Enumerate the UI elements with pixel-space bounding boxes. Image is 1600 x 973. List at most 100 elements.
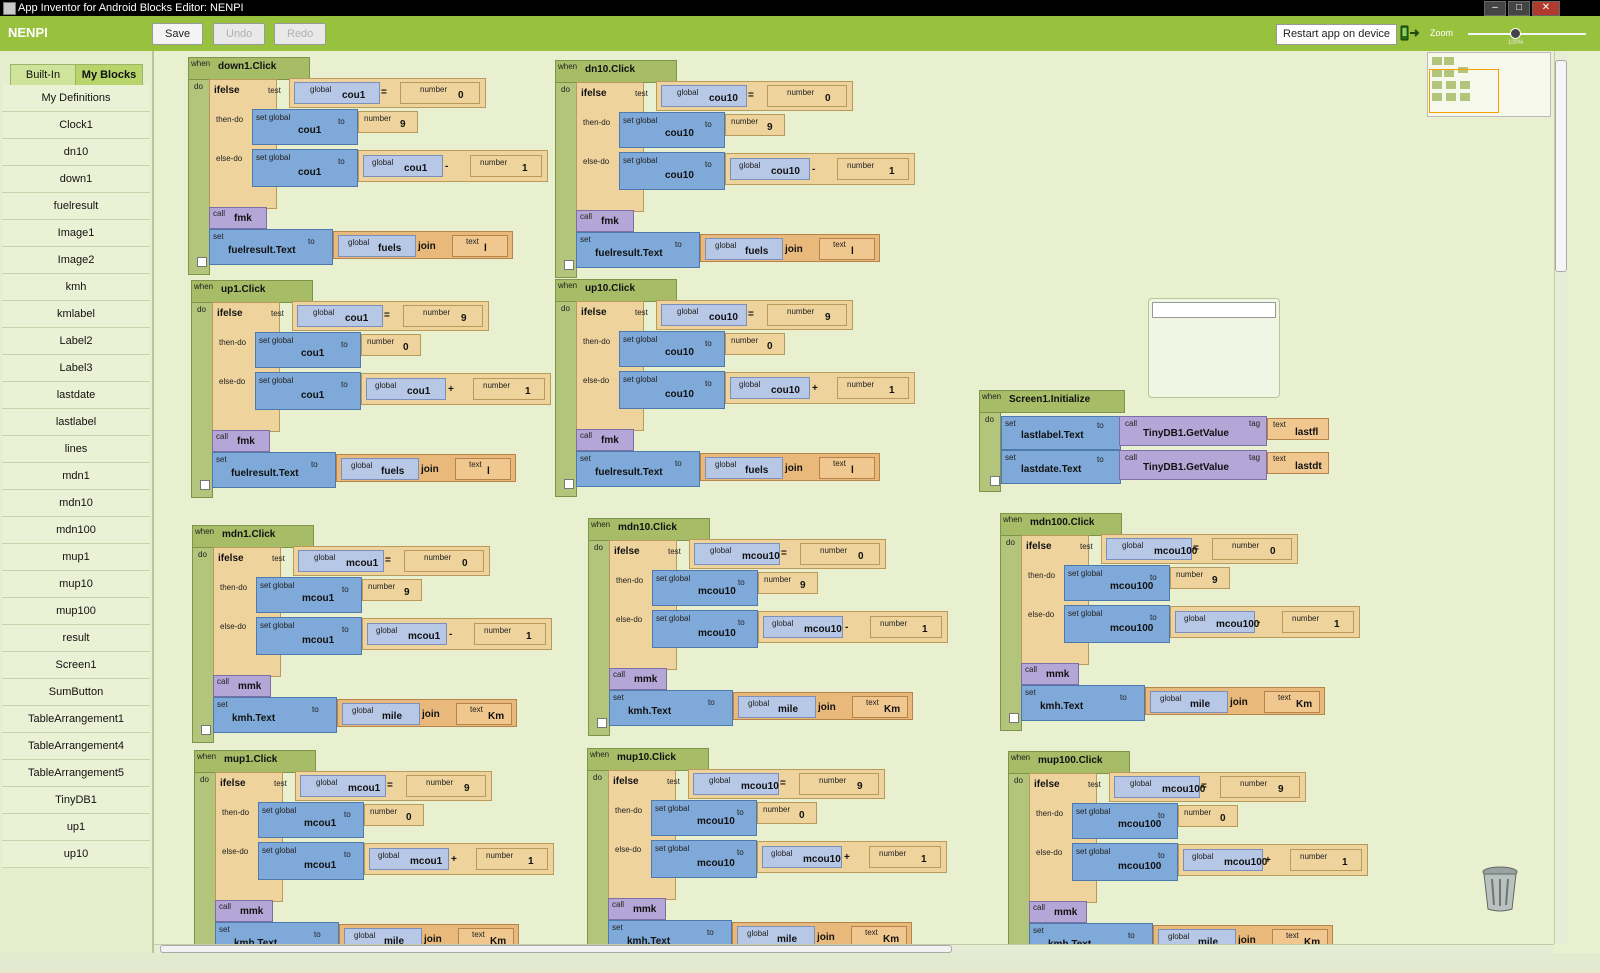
number-block[interactable] (406, 775, 486, 797)
call-procedure-block[interactable] (1021, 663, 1079, 685)
sidebar-item-tablearrangement1[interactable]: TableArrangement1 (2, 706, 150, 733)
get-global-block[interactable] (738, 696, 816, 718)
sidebar-item-mup10[interactable]: mup10 (2, 571, 150, 598)
number-block[interactable] (725, 114, 785, 136)
collapse-toggle[interactable] (564, 260, 574, 270)
number-block[interactable] (473, 378, 545, 400)
set-property-block[interactable] (1001, 416, 1121, 450)
set-global-block[interactable] (1064, 605, 1170, 643)
sidebar-item-dn10[interactable]: dn10 (2, 139, 150, 166)
set-global-block[interactable] (619, 371, 725, 409)
get-global-block[interactable] (730, 158, 810, 180)
sidebar-item-label3[interactable]: Label3 (2, 355, 150, 382)
number-block[interactable] (1220, 776, 1300, 798)
event-header[interactable] (979, 390, 1125, 413)
text-block[interactable] (1267, 452, 1329, 474)
text-block[interactable] (456, 703, 512, 725)
set-property-block[interactable] (1021, 685, 1145, 721)
sidebar-item-screen1[interactable]: Screen1 (2, 652, 150, 679)
sidebar-item-up1[interactable]: up1 (2, 814, 150, 841)
number-block[interactable] (869, 846, 941, 868)
collapse-toggle[interactable] (200, 480, 210, 490)
get-global-block[interactable] (297, 305, 383, 327)
set-global-block[interactable] (652, 570, 758, 606)
number-block[interactable] (400, 82, 480, 104)
number-block[interactable] (1290, 849, 1362, 871)
comment-input[interactable] (1152, 302, 1276, 318)
set-property-block[interactable] (609, 690, 733, 726)
number-block[interactable] (358, 111, 418, 133)
get-global-block[interactable] (366, 378, 446, 400)
sidebar-item-sumbutton[interactable]: SumButton (2, 679, 150, 706)
call-procedure-block[interactable] (576, 210, 634, 232)
sidebar-item-down1[interactable]: down1 (2, 166, 150, 193)
set-global-block[interactable] (258, 802, 364, 838)
set-property-block[interactable] (212, 452, 336, 488)
number-block[interactable] (870, 616, 942, 638)
get-global-block[interactable] (369, 848, 449, 870)
sidebar-item-mdn100[interactable]: mdn100 (2, 517, 150, 544)
set-global-block[interactable] (255, 372, 361, 410)
call-procedure-block[interactable] (609, 668, 667, 690)
zoom-slider[interactable] (1468, 33, 1586, 35)
get-global-block[interactable] (693, 773, 779, 795)
number-block[interactable] (1178, 805, 1238, 827)
number-block[interactable] (837, 377, 909, 399)
set-global-block[interactable] (651, 800, 757, 836)
call-procedure-block[interactable] (1029, 901, 1087, 923)
get-global-block[interactable] (705, 238, 783, 260)
phone-connect-icon[interactable] (1400, 24, 1420, 42)
sidebar-item-lastdate[interactable]: lastdate (2, 382, 150, 409)
collapse-toggle[interactable] (597, 718, 607, 728)
get-global-block[interactable] (342, 703, 420, 725)
get-global-block[interactable] (338, 235, 416, 257)
sidebar-item-fuelresult[interactable]: fuelresult (2, 193, 150, 220)
text-block[interactable] (455, 458, 511, 480)
collapse-toggle[interactable] (564, 479, 574, 489)
tab-my-blocks[interactable]: My Blocks (75, 64, 143, 86)
get-global-block[interactable] (661, 85, 747, 107)
collapse-toggle[interactable] (1009, 713, 1019, 723)
sidebar-item-lines[interactable]: lines (2, 436, 150, 463)
number-block[interactable] (1170, 567, 1230, 589)
vertical-scrollbar-thumb[interactable] (1555, 60, 1567, 272)
number-block[interactable] (404, 550, 484, 572)
get-global-block[interactable] (1106, 538, 1192, 560)
tab-built-in[interactable]: Built-In (10, 64, 76, 86)
set-global-block[interactable] (619, 331, 725, 367)
get-global-block[interactable] (705, 457, 783, 479)
maximize-button[interactable]: □ (1508, 1, 1530, 16)
save-button[interactable]: Save (152, 23, 204, 45)
number-block[interactable] (474, 623, 546, 645)
set-global-block[interactable] (252, 149, 358, 187)
number-block[interactable] (767, 304, 847, 326)
collapse-toggle[interactable] (990, 476, 1000, 486)
text-block[interactable] (1267, 418, 1329, 440)
sidebar-item-image2[interactable]: Image2 (2, 247, 150, 274)
get-global-block[interactable] (298, 550, 384, 572)
set-property-block[interactable] (209, 229, 333, 265)
set-property-block[interactable] (213, 697, 337, 733)
call-procedure-block[interactable] (209, 207, 267, 229)
get-global-block[interactable] (730, 377, 810, 399)
set-global-block[interactable] (652, 610, 758, 648)
get-global-block[interactable] (300, 775, 386, 797)
get-global-block[interactable] (341, 458, 419, 480)
text-block[interactable] (1264, 691, 1320, 713)
undo-button[interactable]: Undo (213, 23, 266, 45)
sidebar-item-kmh[interactable]: kmh (2, 274, 150, 301)
sidebar-item-image1[interactable]: Image1 (2, 220, 150, 247)
sidebar-item-tablearrangement5[interactable]: TableArrangement5 (2, 760, 150, 787)
sidebar-item-tinydb1[interactable]: TinyDB1 (2, 787, 150, 814)
set-global-block[interactable] (255, 332, 361, 368)
set-property-block[interactable] (576, 232, 700, 268)
sidebar-item-tablearrangement4[interactable]: TableArrangement4 (2, 733, 150, 760)
call-procedure-block[interactable] (608, 898, 666, 920)
number-block[interactable] (767, 85, 847, 107)
get-global-block[interactable] (763, 616, 843, 638)
get-global-block[interactable] (1183, 849, 1263, 871)
collapse-toggle[interactable] (201, 725, 211, 735)
collapse-toggle[interactable] (197, 257, 207, 267)
set-global-block[interactable] (1072, 803, 1178, 839)
